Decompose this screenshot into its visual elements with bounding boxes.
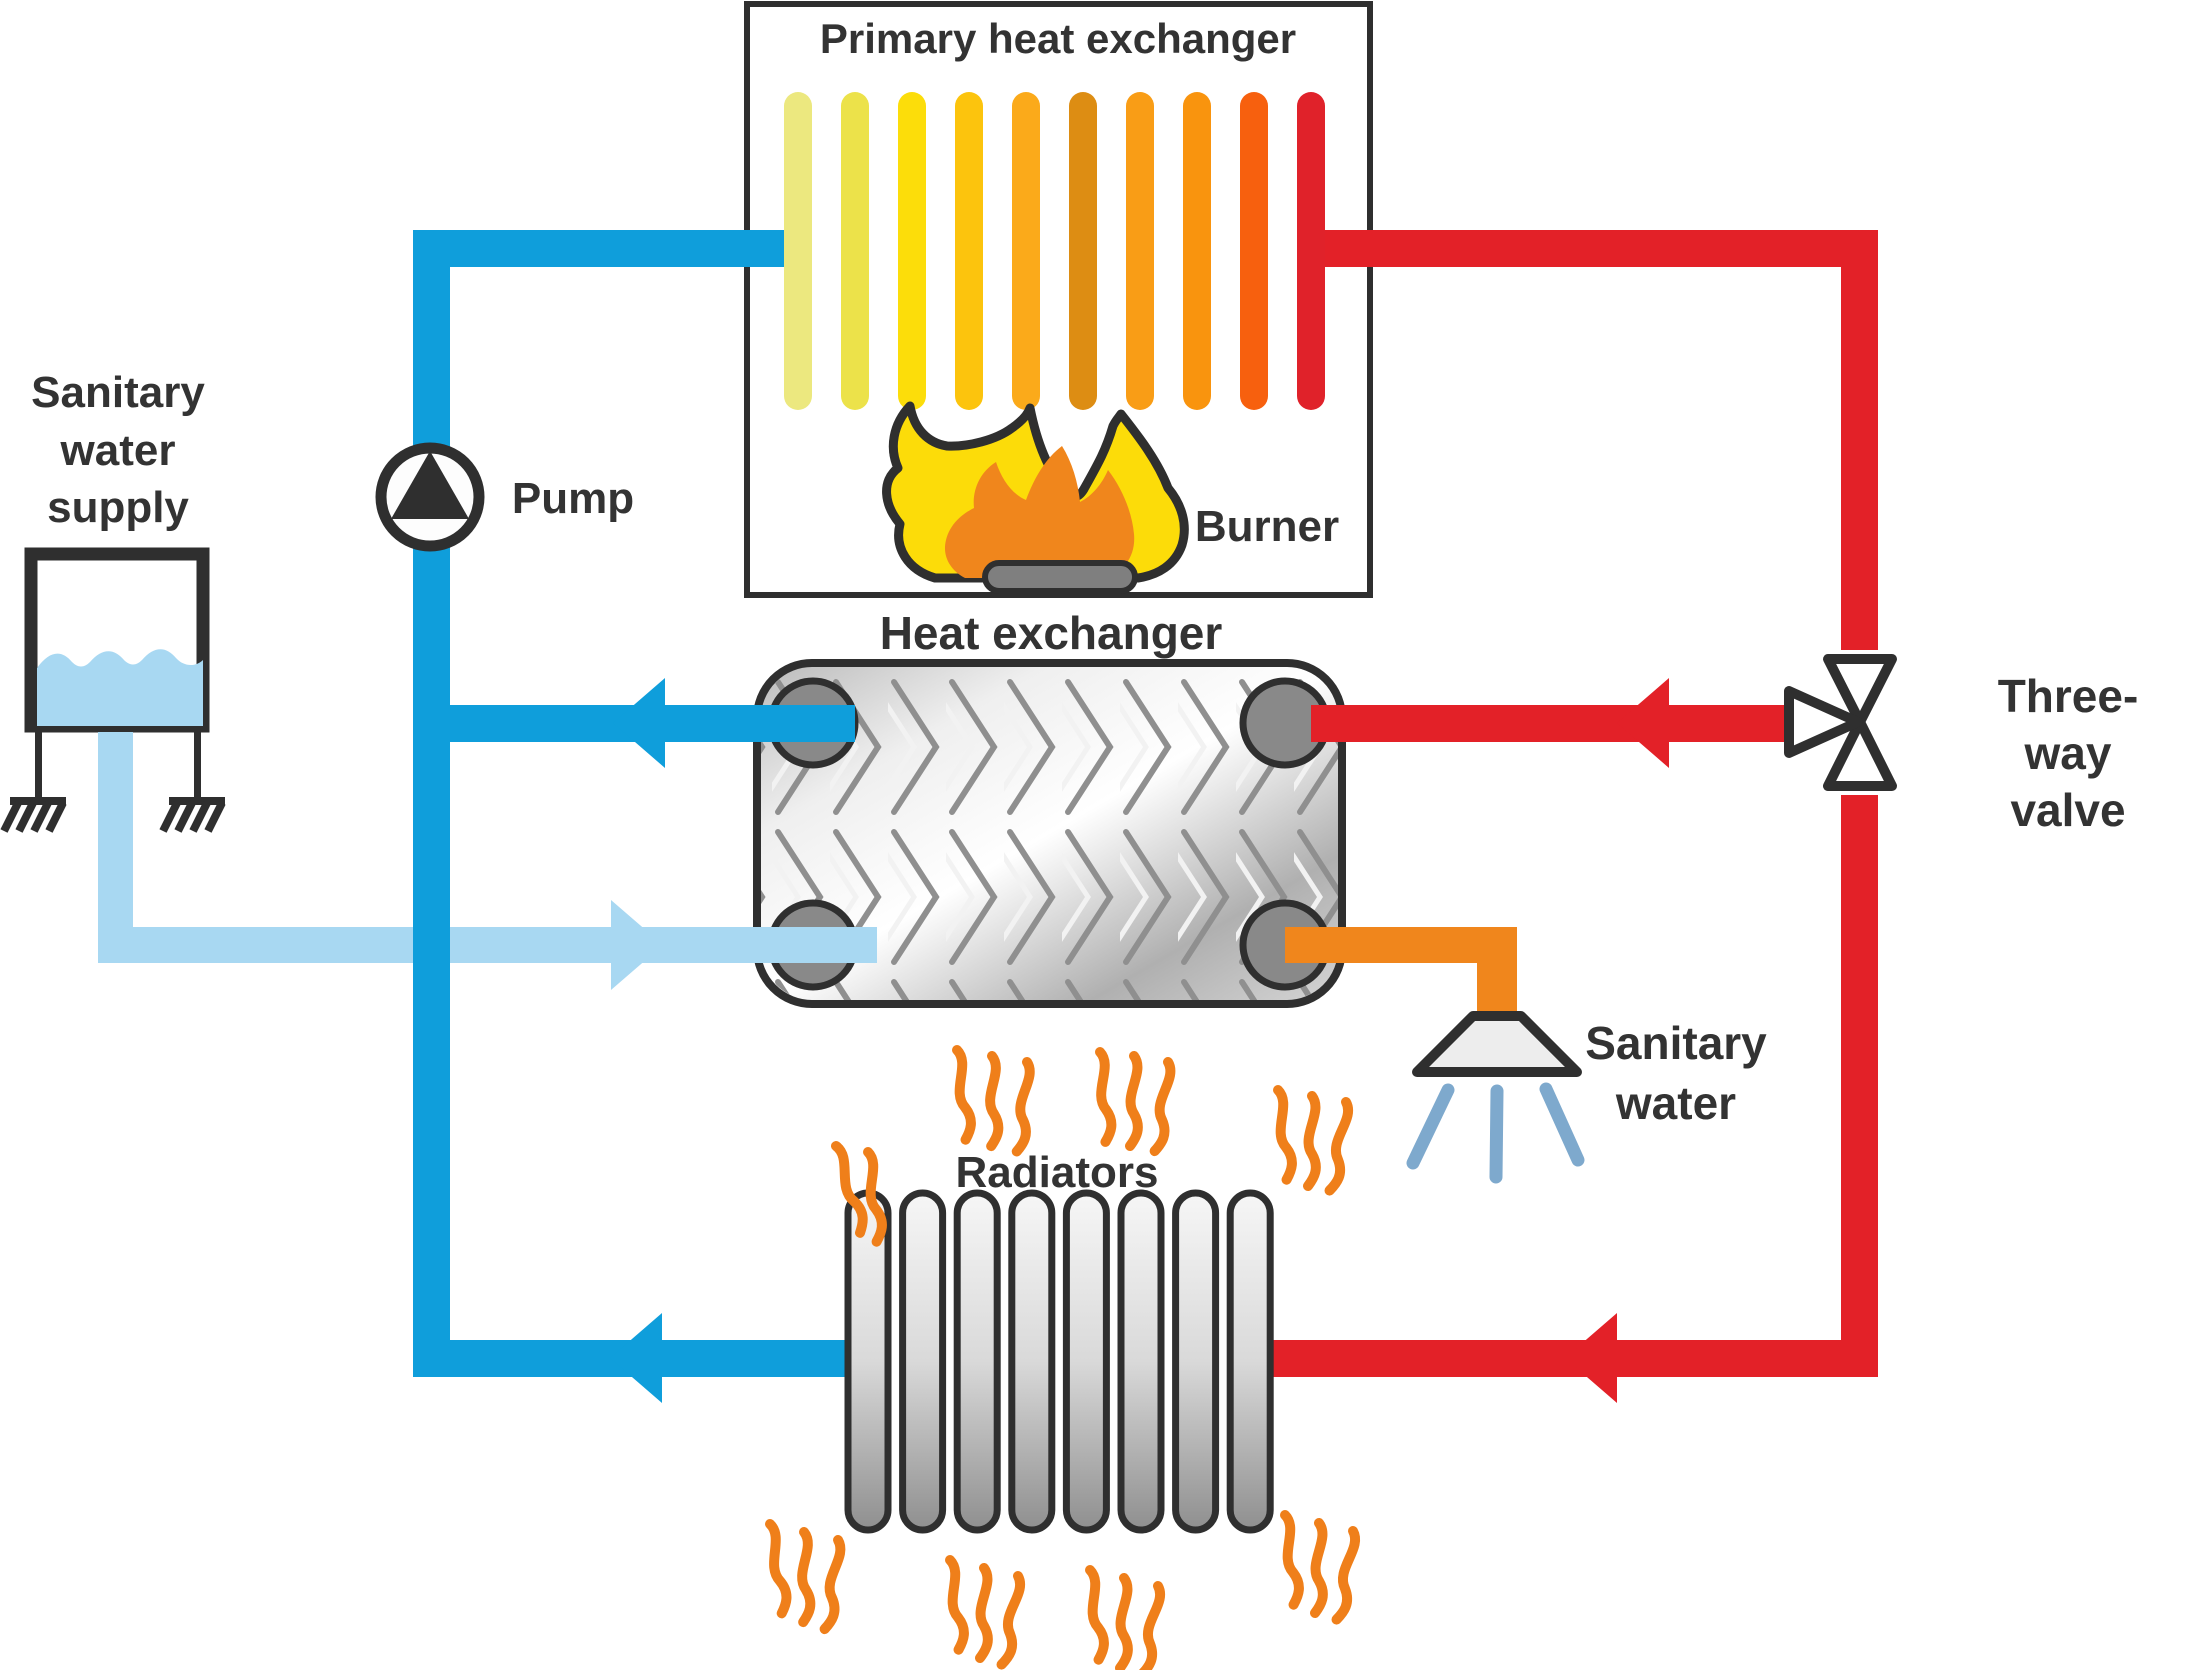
three-way-valve-icon	[1784, 650, 1930, 795]
heat-exchanger-label: Heat exchanger	[879, 607, 1223, 659]
heat-tube	[1069, 92, 1097, 410]
primary-heat-exchanger-label: Primary heat exchanger	[819, 15, 1297, 62]
burner-label: Burner	[1194, 502, 1340, 551]
pump-icon	[375, 442, 485, 552]
radiator-fin	[953, 1189, 1001, 1534]
sanitary-water-label: Sanitary water	[1585, 1017, 1767, 1129]
radiator-fin	[1172, 1189, 1220, 1534]
burner-base	[982, 560, 1138, 594]
shower-head-icon	[1406, 1011, 1585, 1184]
ground-symbol	[159, 797, 226, 833]
ground-symbol	[0, 797, 67, 833]
hot-water-pipe	[1272, 230, 1878, 1403]
heat-tube	[1126, 92, 1154, 410]
flow-arrow	[610, 1313, 662, 1403]
radiators-label: Radiators	[955, 1148, 1159, 1197]
radiator-fin	[899, 1189, 947, 1534]
tank-water	[37, 649, 203, 726]
heat-tube	[955, 92, 983, 410]
heat-tube	[841, 92, 869, 410]
radiator-fin	[1008, 1189, 1056, 1534]
flow-arrow	[1617, 678, 1669, 768]
radiator-fin	[1226, 1189, 1274, 1534]
flow-arrow	[1565, 1313, 1617, 1403]
heat-tube	[1012, 92, 1040, 410]
flow-arrow	[611, 900, 663, 990]
water-tank	[0, 547, 226, 833]
heat-tube	[1297, 92, 1325, 410]
sanitary-cold-pipe	[98, 732, 877, 990]
return-pipe	[413, 230, 855, 1403]
heat-tube	[898, 92, 926, 410]
pump-label: Pump	[511, 474, 635, 523]
flow-arrow	[613, 678, 665, 768]
sanitary-water-supply-label: Sanitary water supply	[31, 368, 205, 533]
heat-tube	[784, 92, 812, 410]
sanitary-hot-pipe	[1285, 927, 1517, 1017]
heat-tube	[1240, 92, 1268, 410]
radiator-fin	[844, 1189, 892, 1534]
radiator-fins	[844, 1189, 1274, 1534]
water-spray	[1406, 1082, 1585, 1184]
radiator-fin	[1062, 1189, 1110, 1534]
three-way-valve-label: Three-way valve	[1997, 670, 2139, 837]
burner-flame-icon	[882, 401, 1189, 594]
primary-heat-exchanger-tubes	[784, 92, 1325, 410]
heat-tube	[1183, 92, 1211, 410]
radiator-fin	[1117, 1189, 1165, 1534]
